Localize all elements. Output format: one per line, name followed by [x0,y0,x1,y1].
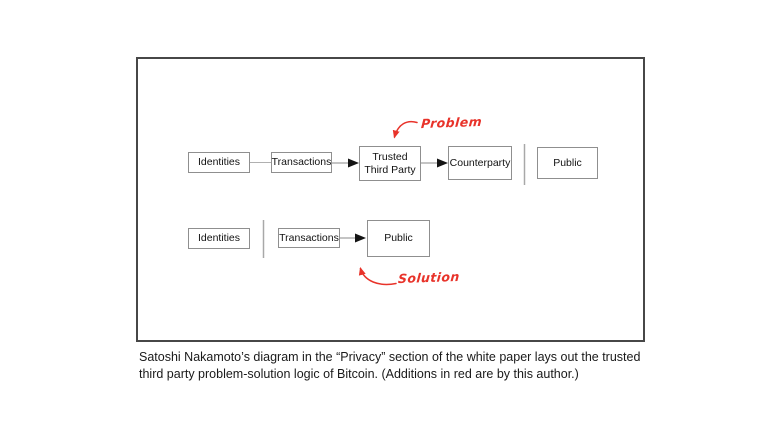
diagram-frame [136,57,645,342]
caption: Satoshi Nakamoto’s diagram in the “Priva… [139,349,649,382]
problem-annotation-label: Problem [420,113,483,132]
caption-line-2: third party problem-solution logic of Bi… [139,366,579,381]
flow-box-counterparty: Counterparty [448,146,512,180]
caption-line-1: Satoshi Nakamoto’s diagram in the “Priva… [139,350,641,364]
flow-box-identities-row1: Identities [188,152,250,173]
flow-box-trusted-third-party: Trusted Third Party [359,146,421,181]
flow-box-label: Transactions [279,231,339,244]
flow-box-label: Public [553,156,582,169]
flow-box-identities-row2: Identities [188,228,250,249]
flow-box-label: Identities [197,156,241,169]
flow-box-transactions-row1: Transactions [271,152,332,173]
flow-box-label: Counterparty [449,156,511,169]
solution-annotation-label: Solution [397,268,461,287]
flow-box-label: Trusted Third Party [364,151,416,176]
flow-box-transactions-row2: Transactions [278,228,340,248]
flow-box-public-row2: Public [367,220,430,257]
flow-box-public-row1: Public [537,147,598,179]
flow-box-label: Transactions [271,156,332,169]
flow-box-label: Public [384,232,413,245]
flow-box-label: Identities [197,232,241,245]
